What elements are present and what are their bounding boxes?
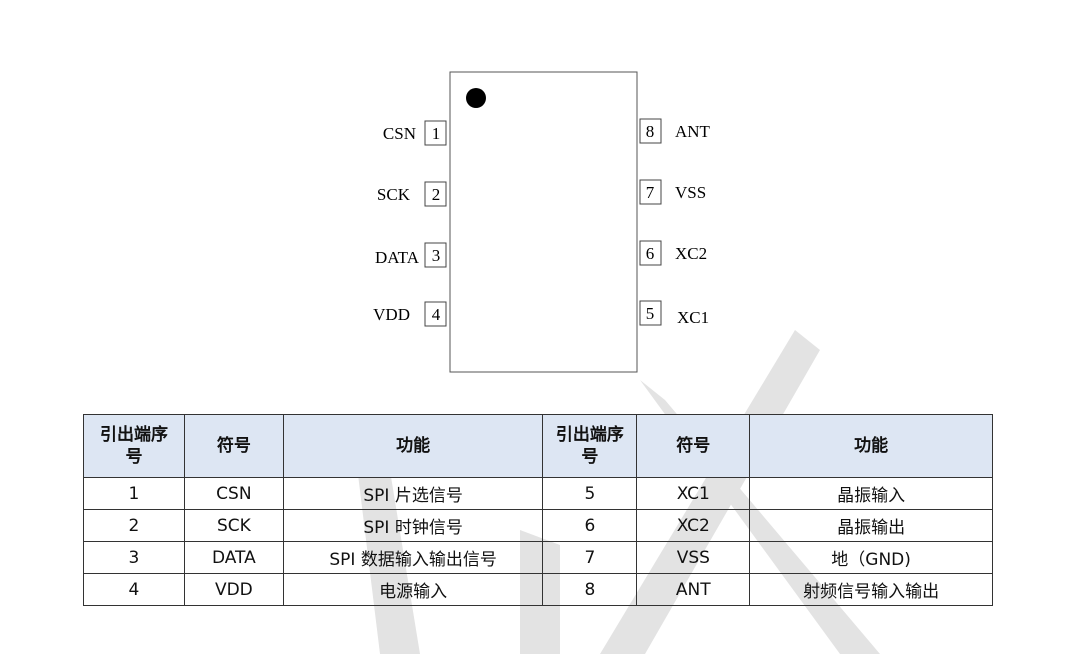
pin-label: SCK: [377, 185, 411, 204]
table-cell: 地（GND): [749, 541, 993, 574]
table-header-row: 引出端序号 符号 功能 引出端序号 符号 功能: [83, 414, 993, 478]
pin-number: 6: [646, 244, 655, 263]
table-row: 1 CSN SPI 片选信号 5 XC1 晶振输入: [83, 477, 993, 510]
header-function: 功能: [282, 414, 544, 478]
table-cell: SPI 片选信号: [282, 477, 544, 510]
chip-body: [449, 71, 638, 373]
pin-label: XC1: [677, 308, 709, 327]
table-cell: 1: [83, 477, 185, 510]
table-cell: 射频信号输入输出: [749, 573, 993, 606]
left-pin-3: 3 DATA: [375, 242, 447, 268]
table-cell: 2: [83, 509, 185, 542]
right-pin-5: 5 XC1: [639, 300, 709, 327]
header-symbol: 符号: [636, 414, 751, 478]
left-pin-1: 1 CSN: [383, 120, 447, 146]
table-row: 2 SCK SPI 时钟信号 6 XC2 晶振输出: [83, 509, 993, 542]
table-cell: 晶振输出: [749, 509, 993, 542]
table-cell: 7: [542, 541, 638, 574]
table-cell: ANT: [636, 573, 751, 606]
right-pin-8: 8 ANT: [639, 118, 711, 144]
pin-number: 3: [432, 246, 441, 265]
header-symbol: 符号: [183, 414, 284, 478]
chip-pinout-diagram: 1 CSN 2 SCK 3 DATA 4 VDD 8 ANT 7 VSS: [350, 55, 740, 385]
table-cell: VSS: [636, 541, 751, 574]
table-cell: VDD: [183, 573, 284, 606]
table-cell: 4: [83, 573, 185, 606]
pin-label: VSS: [675, 183, 706, 202]
pin-label: CSN: [383, 124, 416, 143]
table-cell: 6: [542, 509, 638, 542]
left-pin-2: 2 SCK: [377, 181, 447, 207]
pin-number: 5: [646, 304, 655, 323]
pin-label: VDD: [373, 305, 410, 324]
left-pin-4: 4 VDD: [373, 301, 447, 327]
right-pin-7: 7 VSS: [639, 179, 706, 205]
table-cell: 5: [542, 477, 638, 510]
pin-number: 7: [646, 183, 655, 202]
pin-number: 8: [646, 122, 655, 141]
table-row: 4 VDD 电源输入 8 ANT 射频信号输入输出: [83, 573, 993, 606]
pin-number: 1: [432, 124, 441, 143]
table-cell: SCK: [183, 509, 284, 542]
pin-label: ANT: [675, 122, 711, 141]
table-cell: XC2: [636, 509, 751, 542]
table-row: 3 DATA SPI 数据输入输出信号 7 VSS 地（GND): [83, 541, 993, 574]
header-pin-number: 引出端序号: [83, 414, 185, 478]
table-cell: SPI 时钟信号: [282, 509, 544, 542]
right-pin-6: 6 XC2: [639, 240, 707, 266]
pin-function-table: 引出端序号 符号 功能 引出端序号 符号 功能 1 CSN SPI 片选信号 5…: [83, 414, 993, 606]
table-cell: 8: [542, 573, 638, 606]
table-cell: DATA: [183, 541, 284, 574]
table-cell: 3: [83, 541, 185, 574]
pin1-marker-dot: [466, 88, 486, 108]
header-pin-number: 引出端序号: [542, 414, 638, 478]
table-cell: XC1: [636, 477, 751, 510]
pin-label: DATA: [375, 248, 420, 267]
table-cell: 电源输入: [282, 573, 544, 606]
pin-number: 2: [432, 185, 441, 204]
pin-label: XC2: [675, 244, 707, 263]
table-cell: SPI 数据输入输出信号: [282, 541, 544, 574]
pin-number: 4: [432, 305, 441, 324]
table-cell: 晶振输入: [749, 477, 993, 510]
header-function: 功能: [749, 414, 993, 478]
table-cell: CSN: [183, 477, 284, 510]
